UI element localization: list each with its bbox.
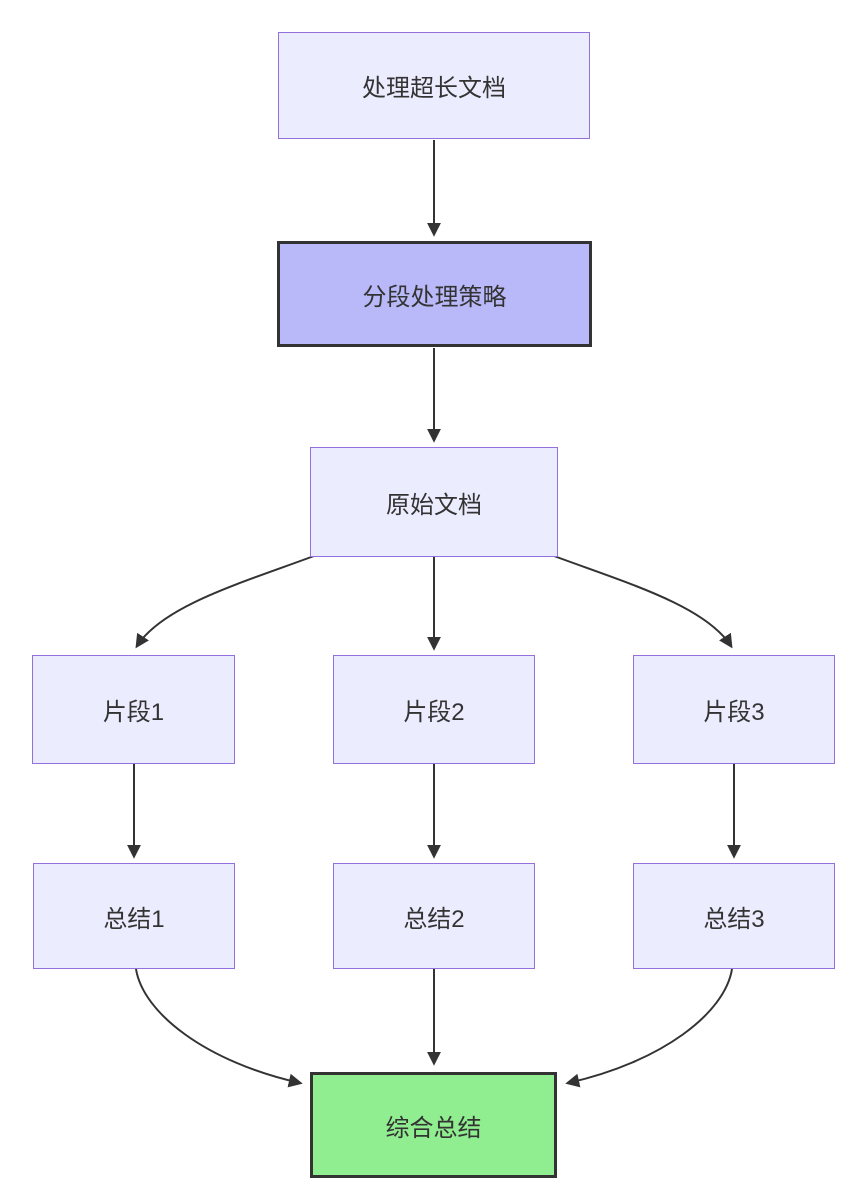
- node-seg1-label: 片段1: [102, 699, 165, 726]
- node-seg1: 片段1: [32, 655, 235, 764]
- node-seg3: 片段3: [633, 655, 835, 764]
- node-final: 综合总结: [310, 1072, 557, 1178]
- node-doc: 处理超长文档: [278, 32, 590, 139]
- node-sum3: 总结3: [633, 863, 835, 969]
- node-seg3-label: 片段3: [703, 699, 765, 726]
- node-original: 原始文档: [310, 447, 558, 557]
- node-seg2: 片段2: [333, 655, 535, 764]
- node-sum2: 总结2: [333, 863, 535, 969]
- node-final-label: 综合总结: [385, 1114, 482, 1142]
- edge-original-seg3: [545, 552, 733, 649]
- node-seg2-label: 片段2: [403, 699, 465, 726]
- node-strategy: 分段处理策略: [277, 241, 592, 347]
- node-sum2-label: 总结2: [403, 905, 465, 933]
- node-strategy-label: 分段处理策略: [362, 283, 507, 311]
- node-sum3-label: 总结3: [703, 905, 765, 933]
- edge-original-seg1: [135, 552, 323, 649]
- node-sum1-label: 总结1: [103, 905, 165, 933]
- node-sum1: 总结1: [33, 863, 235, 969]
- edge-sum3-final: [565, 968, 733, 1088]
- node-original-label: 原始文档: [386, 491, 482, 519]
- edge-sum1-final: [135, 968, 303, 1088]
- node-doc-label: 处理超长文档: [362, 75, 506, 102]
